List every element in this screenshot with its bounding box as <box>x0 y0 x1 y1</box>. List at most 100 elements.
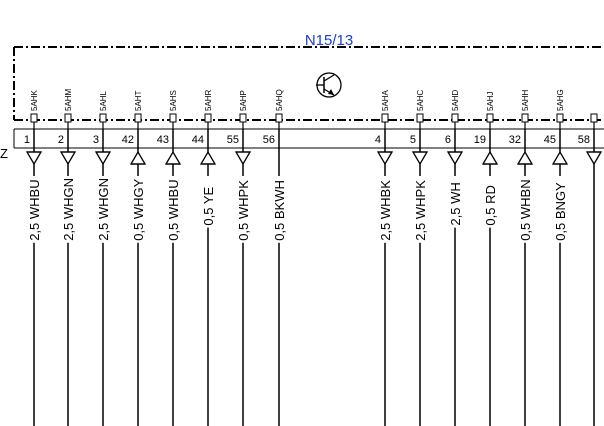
pin-number: 45 <box>544 134 556 146</box>
pin-4[interactable]: 5AHA 4 2,5 WHBK <box>375 89 394 426</box>
pin-43[interactable]: 5AHS 43 0,5 WHBU <box>157 90 182 426</box>
pin-number: 58 <box>578 134 590 146</box>
pin-code: 5AHS <box>169 90 178 111</box>
wire-label-gap <box>412 176 428 243</box>
pin-number: 3 <box>93 134 99 146</box>
pin-number: 19 <box>474 134 486 146</box>
pin-code: 5AHT <box>134 90 143 111</box>
pin-number: 55 <box>227 134 239 146</box>
wire-label-gap <box>235 176 251 243</box>
arrow-up-icon <box>551 150 569 165</box>
pin-terminal <box>416 113 424 123</box>
wire-label: 0,5 WHBN <box>518 179 533 240</box>
pin-number: 6 <box>445 134 451 146</box>
arrow-down-icon <box>25 151 43 166</box>
arrow-up-icon <box>481 150 499 165</box>
pin-code: 5AHP <box>239 90 248 111</box>
wire-label-gap <box>552 176 568 243</box>
rail-label: Z <box>0 146 8 161</box>
pin-number: 2 <box>58 134 64 146</box>
wire-label: 0,5 BKWH <box>272 180 287 241</box>
pin-terminal <box>99 113 107 123</box>
pin-58[interactable]: 58 <box>578 113 603 426</box>
pin-number: 4 <box>375 134 381 146</box>
wire-label: 0,5 WHPK <box>236 180 251 241</box>
wire-label-gap <box>60 176 76 243</box>
pin-55[interactable]: 5AHP 55 0,5 WHPK <box>227 90 252 426</box>
arrow-down-icon <box>585 151 603 166</box>
pin-code: 5AHA <box>381 89 390 111</box>
pin-code: 5AHD <box>451 89 460 111</box>
pin-terminal <box>451 113 459 123</box>
pin-6[interactable]: 5AHD 6 2,5 WH <box>445 89 464 426</box>
arrow-down-icon <box>59 151 77 166</box>
pin-code: 5AHL <box>99 90 108 111</box>
wire-label-gap <box>95 176 111 243</box>
pin-code: 5AHK <box>30 89 39 111</box>
pin-code: 5AHG <box>556 89 565 111</box>
pin-42[interactable]: 5AHT 42 0,5 WHGY <box>122 90 147 426</box>
arrow-up-icon <box>199 150 217 165</box>
pin-32[interactable]: 5AHH 32 0,5 WHBN <box>509 89 534 426</box>
component-boundary <box>13 46 604 121</box>
pin-terminal <box>204 113 212 123</box>
pin-2[interactable]: 5AHM 2 2,5 WHGN <box>58 88 77 426</box>
pin-number: 42 <box>122 134 134 146</box>
pin-19[interactable]: 5AHJ 19 0,5 RD <box>474 91 499 426</box>
wire-label-gap <box>165 176 181 243</box>
wire-label-gap <box>200 176 216 228</box>
arrow-up-icon <box>164 150 182 165</box>
pin-45[interactable]: 5AHG 45 0,5 BNGY <box>544 89 569 426</box>
wire-label: 0,5 WHGY <box>131 178 146 240</box>
pin-code: 5AHJ <box>486 91 495 111</box>
arrow-down-icon <box>446 151 464 166</box>
pin-code: 5AHR <box>204 89 213 111</box>
pin-number: 1 <box>24 134 30 146</box>
pin-terminal <box>275 113 283 123</box>
pin-number: 32 <box>509 134 521 146</box>
wire-label: 0,5 WHBU <box>166 179 181 240</box>
pin-code: 5AHC <box>416 89 425 111</box>
pin-code: 5AHM <box>64 88 73 111</box>
pin-terminal <box>134 113 142 123</box>
wire-label: 2,5 WH <box>448 182 463 225</box>
wire-label: 2,5 WHGN <box>96 178 111 241</box>
pin-code: 5AHH <box>521 89 530 111</box>
wire-label-gap <box>517 176 533 243</box>
pin-1[interactable]: 5AHK 1 2,5 WHBU <box>24 89 43 426</box>
wire-label: 0,5 RD <box>483 185 498 225</box>
pin-5[interactable]: 5AHC 5 2,5 WHPK <box>410 89 429 426</box>
wire-label: 2,5 WHBU <box>27 179 42 240</box>
arrow-down-icon <box>411 151 429 166</box>
pin-terminal <box>169 113 177 123</box>
transistor-icon <box>316 72 342 98</box>
pin-number: 43 <box>157 134 169 146</box>
wire-label-gap <box>26 176 42 243</box>
pin-terminal <box>239 113 247 123</box>
pin-3[interactable]: 5AHL 3 2,5 WHGN <box>93 90 112 426</box>
arrow-down-icon <box>376 151 394 166</box>
arrow-down-icon <box>94 151 112 166</box>
wire-label: 2,5 WHBK <box>378 180 393 241</box>
pin-44[interactable]: 5AHR 44 0,5 YE <box>192 89 217 426</box>
pin-terminal <box>590 113 598 123</box>
wire-label-gap <box>377 176 393 243</box>
wire-label: 2,5 WHGN <box>61 178 76 241</box>
arrow-up-icon <box>516 150 534 165</box>
pin-code: 5AHQ <box>275 89 284 111</box>
wire-label-gap <box>130 176 146 243</box>
pin-terminal <box>64 113 72 123</box>
pin-56[interactable]: 5AHQ 56 0,5 BKWH <box>263 89 287 426</box>
wire-label: 0,5 BNGY <box>553 182 568 241</box>
wire-label: 0,5 YE <box>201 186 216 225</box>
wire-label-gap <box>482 176 498 228</box>
wire-label: 2,5 WHPK <box>413 180 428 241</box>
pin-terminal <box>30 113 38 123</box>
pin-number: 5 <box>410 134 416 146</box>
pin-number: 56 <box>263 134 275 146</box>
pin-terminal <box>381 113 389 123</box>
pin-number: 44 <box>192 134 204 146</box>
